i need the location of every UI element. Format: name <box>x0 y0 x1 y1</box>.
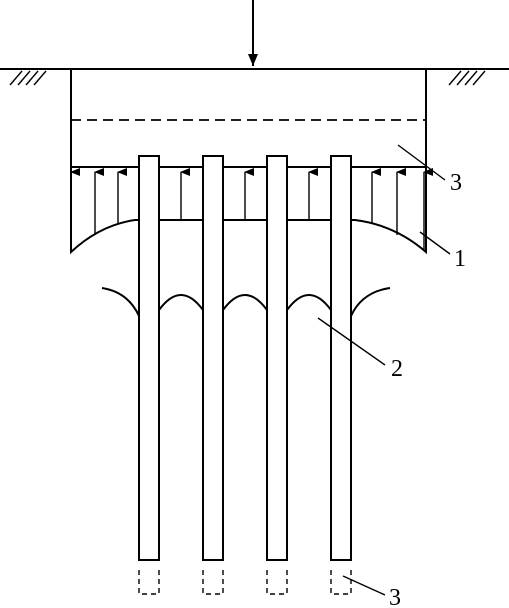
pile-2 <box>202 155 224 561</box>
label-3-tip: 3 <box>389 585 401 608</box>
ground-hatch-left <box>9 70 47 86</box>
piles <box>138 155 352 561</box>
pile-tip-1 <box>138 570 160 595</box>
label-3-cap: 3 <box>450 170 462 196</box>
pile-tip-4 <box>330 570 352 595</box>
soil-arch-2 <box>222 294 268 311</box>
soil-arch-1 <box>158 294 204 311</box>
reaction-arrows <box>70 168 433 250</box>
soil-arch-curves <box>101 287 391 317</box>
pile-tip-3 <box>266 570 288 595</box>
label-1-reaction: 1 <box>454 246 466 272</box>
ground-hatch-right <box>448 70 486 86</box>
soil-arch-left <box>101 287 140 317</box>
pile-3 <box>266 155 288 561</box>
leader-arch <box>317 317 386 366</box>
pile-cap <box>70 68 427 168</box>
pile-4 <box>330 155 352 561</box>
pile-tip-extensions <box>138 570 352 595</box>
reaction-curve <box>70 167 427 255</box>
leader-lines <box>317 144 451 596</box>
pile-1 <box>138 155 160 561</box>
soil-arch-3 <box>286 294 332 311</box>
leader-cap <box>397 144 446 181</box>
pile-tip-2 <box>202 570 224 595</box>
label-2-arch: 2 <box>391 356 403 382</box>
leader-tip <box>342 575 386 596</box>
soil-arch-right <box>350 287 391 317</box>
leader-reaction <box>419 231 451 255</box>
